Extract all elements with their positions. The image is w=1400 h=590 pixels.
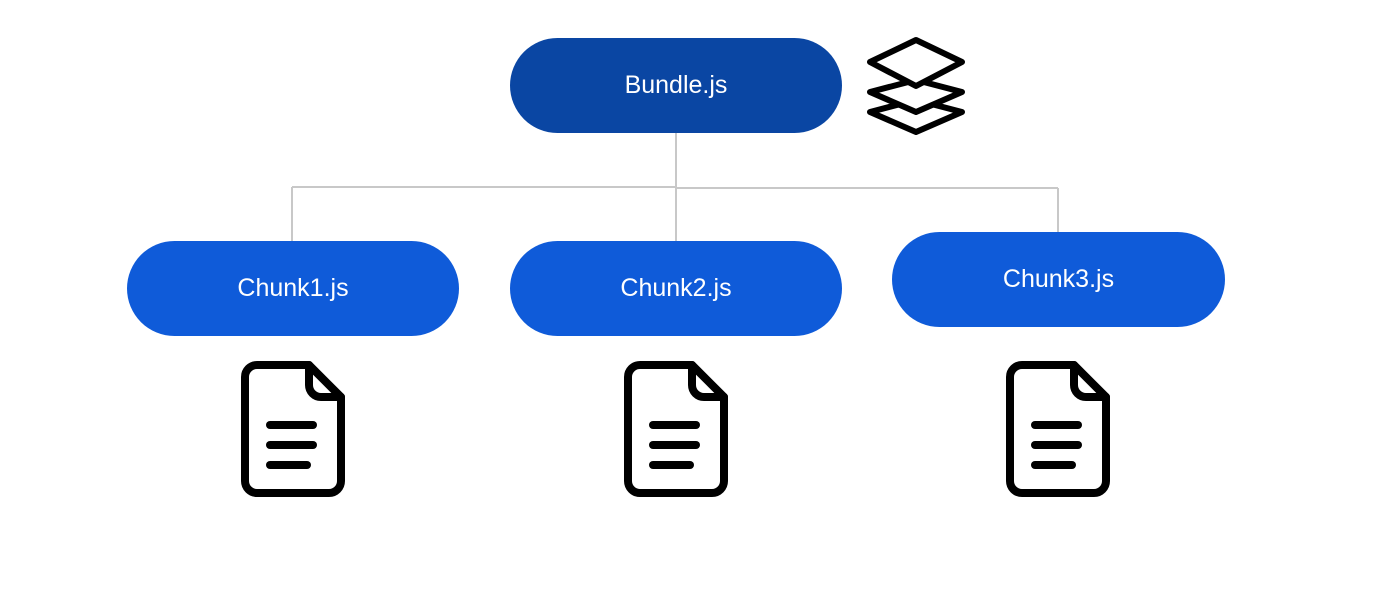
bundle-node-label: Bundle.js [624, 71, 728, 99]
bundle-node: Bundle.js [510, 38, 842, 133]
chunk3-node: Chunk3.js [892, 232, 1225, 327]
chunk2-node-label: Chunk2.js [620, 274, 732, 302]
chunk1-node-label: Chunk1.js [237, 274, 349, 302]
file-document-icon [624, 361, 728, 497]
layers-icon [867, 37, 965, 135]
chunk2-node: Chunk2.js [510, 241, 842, 336]
chunk1-node: Chunk1.js [127, 241, 459, 336]
file-document-icon [241, 361, 345, 497]
file-document-icon [1006, 361, 1110, 497]
chunk3-node-label: Chunk3.js [1002, 265, 1115, 293]
